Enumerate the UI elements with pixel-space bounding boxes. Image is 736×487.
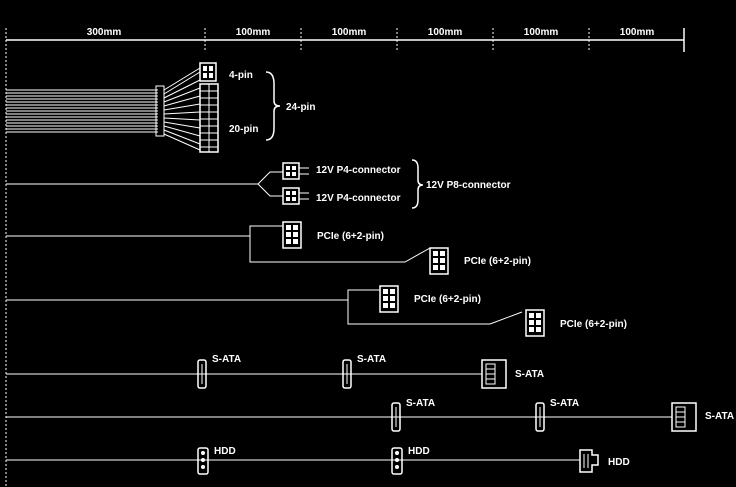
sata-inline-connector-icon <box>197 359 207 389</box>
cable-split <box>257 171 283 197</box>
atx-24pin-label: 24-pin <box>286 102 315 113</box>
atx-4pin-connector <box>199 62 217 82</box>
sata-connector-label: S-ATA <box>406 398 435 409</box>
pcie-connector-label: PCIe (6+2-pin) <box>414 294 481 305</box>
molex-inline-connector-icon <box>197 447 209 475</box>
atx-20pin-label: 20-pin <box>229 124 258 135</box>
sata-connector-label: S-ATA <box>550 398 579 409</box>
pcie-cable-2: PCIe (6+2-pin) PCIe (6+2-pin) <box>6 285 627 337</box>
wire-sleeve <box>155 85 165 137</box>
pcie-connector-icon <box>429 247 449 275</box>
ruler-segment-label: 100mm <box>428 27 463 38</box>
hdd-molex-cable: HDD HDD HDD <box>6 446 630 475</box>
sata-inline-connector-icon <box>535 402 545 432</box>
sata-inline-connector-icon <box>342 359 352 389</box>
ruler-segment-label: 100mm <box>332 27 367 38</box>
pcie-connector-label: PCIe (6+2-pin) <box>464 256 531 267</box>
atx-4pin-label: 4-pin <box>229 70 253 81</box>
pcie-connector-icon <box>379 285 399 313</box>
molex-inline-connector-icon <box>391 447 403 475</box>
sata-inline-connector-icon <box>391 402 401 432</box>
atx-24pin-cable: 4-pin 20-pin 24-pin <box>6 62 315 153</box>
p4-connector-label: 12V P4-connector <box>316 193 401 204</box>
sata-end-connector-icon <box>481 359 507 389</box>
pcie-connector-icon <box>525 309 545 337</box>
cable-split <box>347 289 523 325</box>
p4-connector-label: 12V P4-connector <box>316 165 401 176</box>
p8-connector-label: 12V P8-connector <box>426 180 511 191</box>
hdd-connector-label: HDD <box>408 446 430 457</box>
ruler-segment-label: 100mm <box>524 27 559 38</box>
p4-connector-icon <box>282 162 309 180</box>
ruler-segment-label: 100mm <box>620 27 655 38</box>
pcie-connector-label: PCIe (6+2-pin) <box>560 319 627 330</box>
ruler-segment-label: 100mm <box>236 27 271 38</box>
sata-cable-1: S-ATA S-ATA S-ATA <box>6 354 544 389</box>
atx-brace <box>265 71 281 141</box>
pcie-cable-1: PCIe (6+2-pin) PCIe (6+2-pin) <box>6 221 531 275</box>
sata-connector-label: S-ATA <box>357 354 386 365</box>
hdd-connector-label: HDD <box>608 457 630 468</box>
pcie-connector-icon <box>282 221 302 249</box>
ruler-segment-label: 300mm <box>87 27 122 38</box>
hdd-connector-label: HDD <box>214 446 236 457</box>
atx-20pin-connector <box>199 83 219 153</box>
sata-end-connector-icon <box>671 402 697 432</box>
sata-connector-label: S-ATA <box>515 369 544 380</box>
atx-wire-bundle <box>6 67 201 151</box>
sata-connector-label: S-ATA <box>705 411 734 422</box>
pcie-connector-label: PCIe (6+2-pin) <box>317 231 384 242</box>
cpu-p8-cable: 12V P4-connector 12V P4-connector 12V P8… <box>6 159 511 209</box>
cpu-brace <box>411 159 424 209</box>
p4-connector-icon <box>282 187 309 205</box>
molex-end-connector-icon <box>579 449 599 473</box>
cable-split <box>249 225 431 263</box>
sata-connector-label: S-ATA <box>212 354 241 365</box>
sata-cable-2: S-ATA S-ATA S-ATA <box>6 398 734 432</box>
